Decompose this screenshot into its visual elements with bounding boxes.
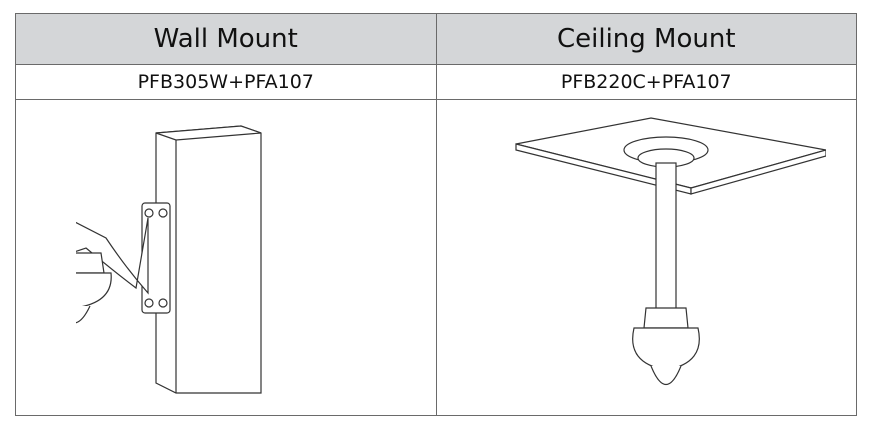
header-wall-mount: Wall Mount: [15, 13, 437, 65]
header-ceiling-mount: Ceiling Mount: [435, 13, 857, 65]
ceiling-mount-image-cell: [435, 99, 857, 416]
ceiling-mount-drawing: [515, 116, 827, 385]
wall-mount-drawing: [75, 124, 262, 394]
model-ceiling-mount: PFB220C+PFA107: [435, 64, 857, 100]
wall-mount-image-cell: [15, 99, 437, 416]
model-wall-mount: PFB305W+PFA107: [15, 64, 437, 100]
mount-table: Wall Mount Ceiling Mount PFB305W+PFA107 …: [15, 13, 857, 416]
